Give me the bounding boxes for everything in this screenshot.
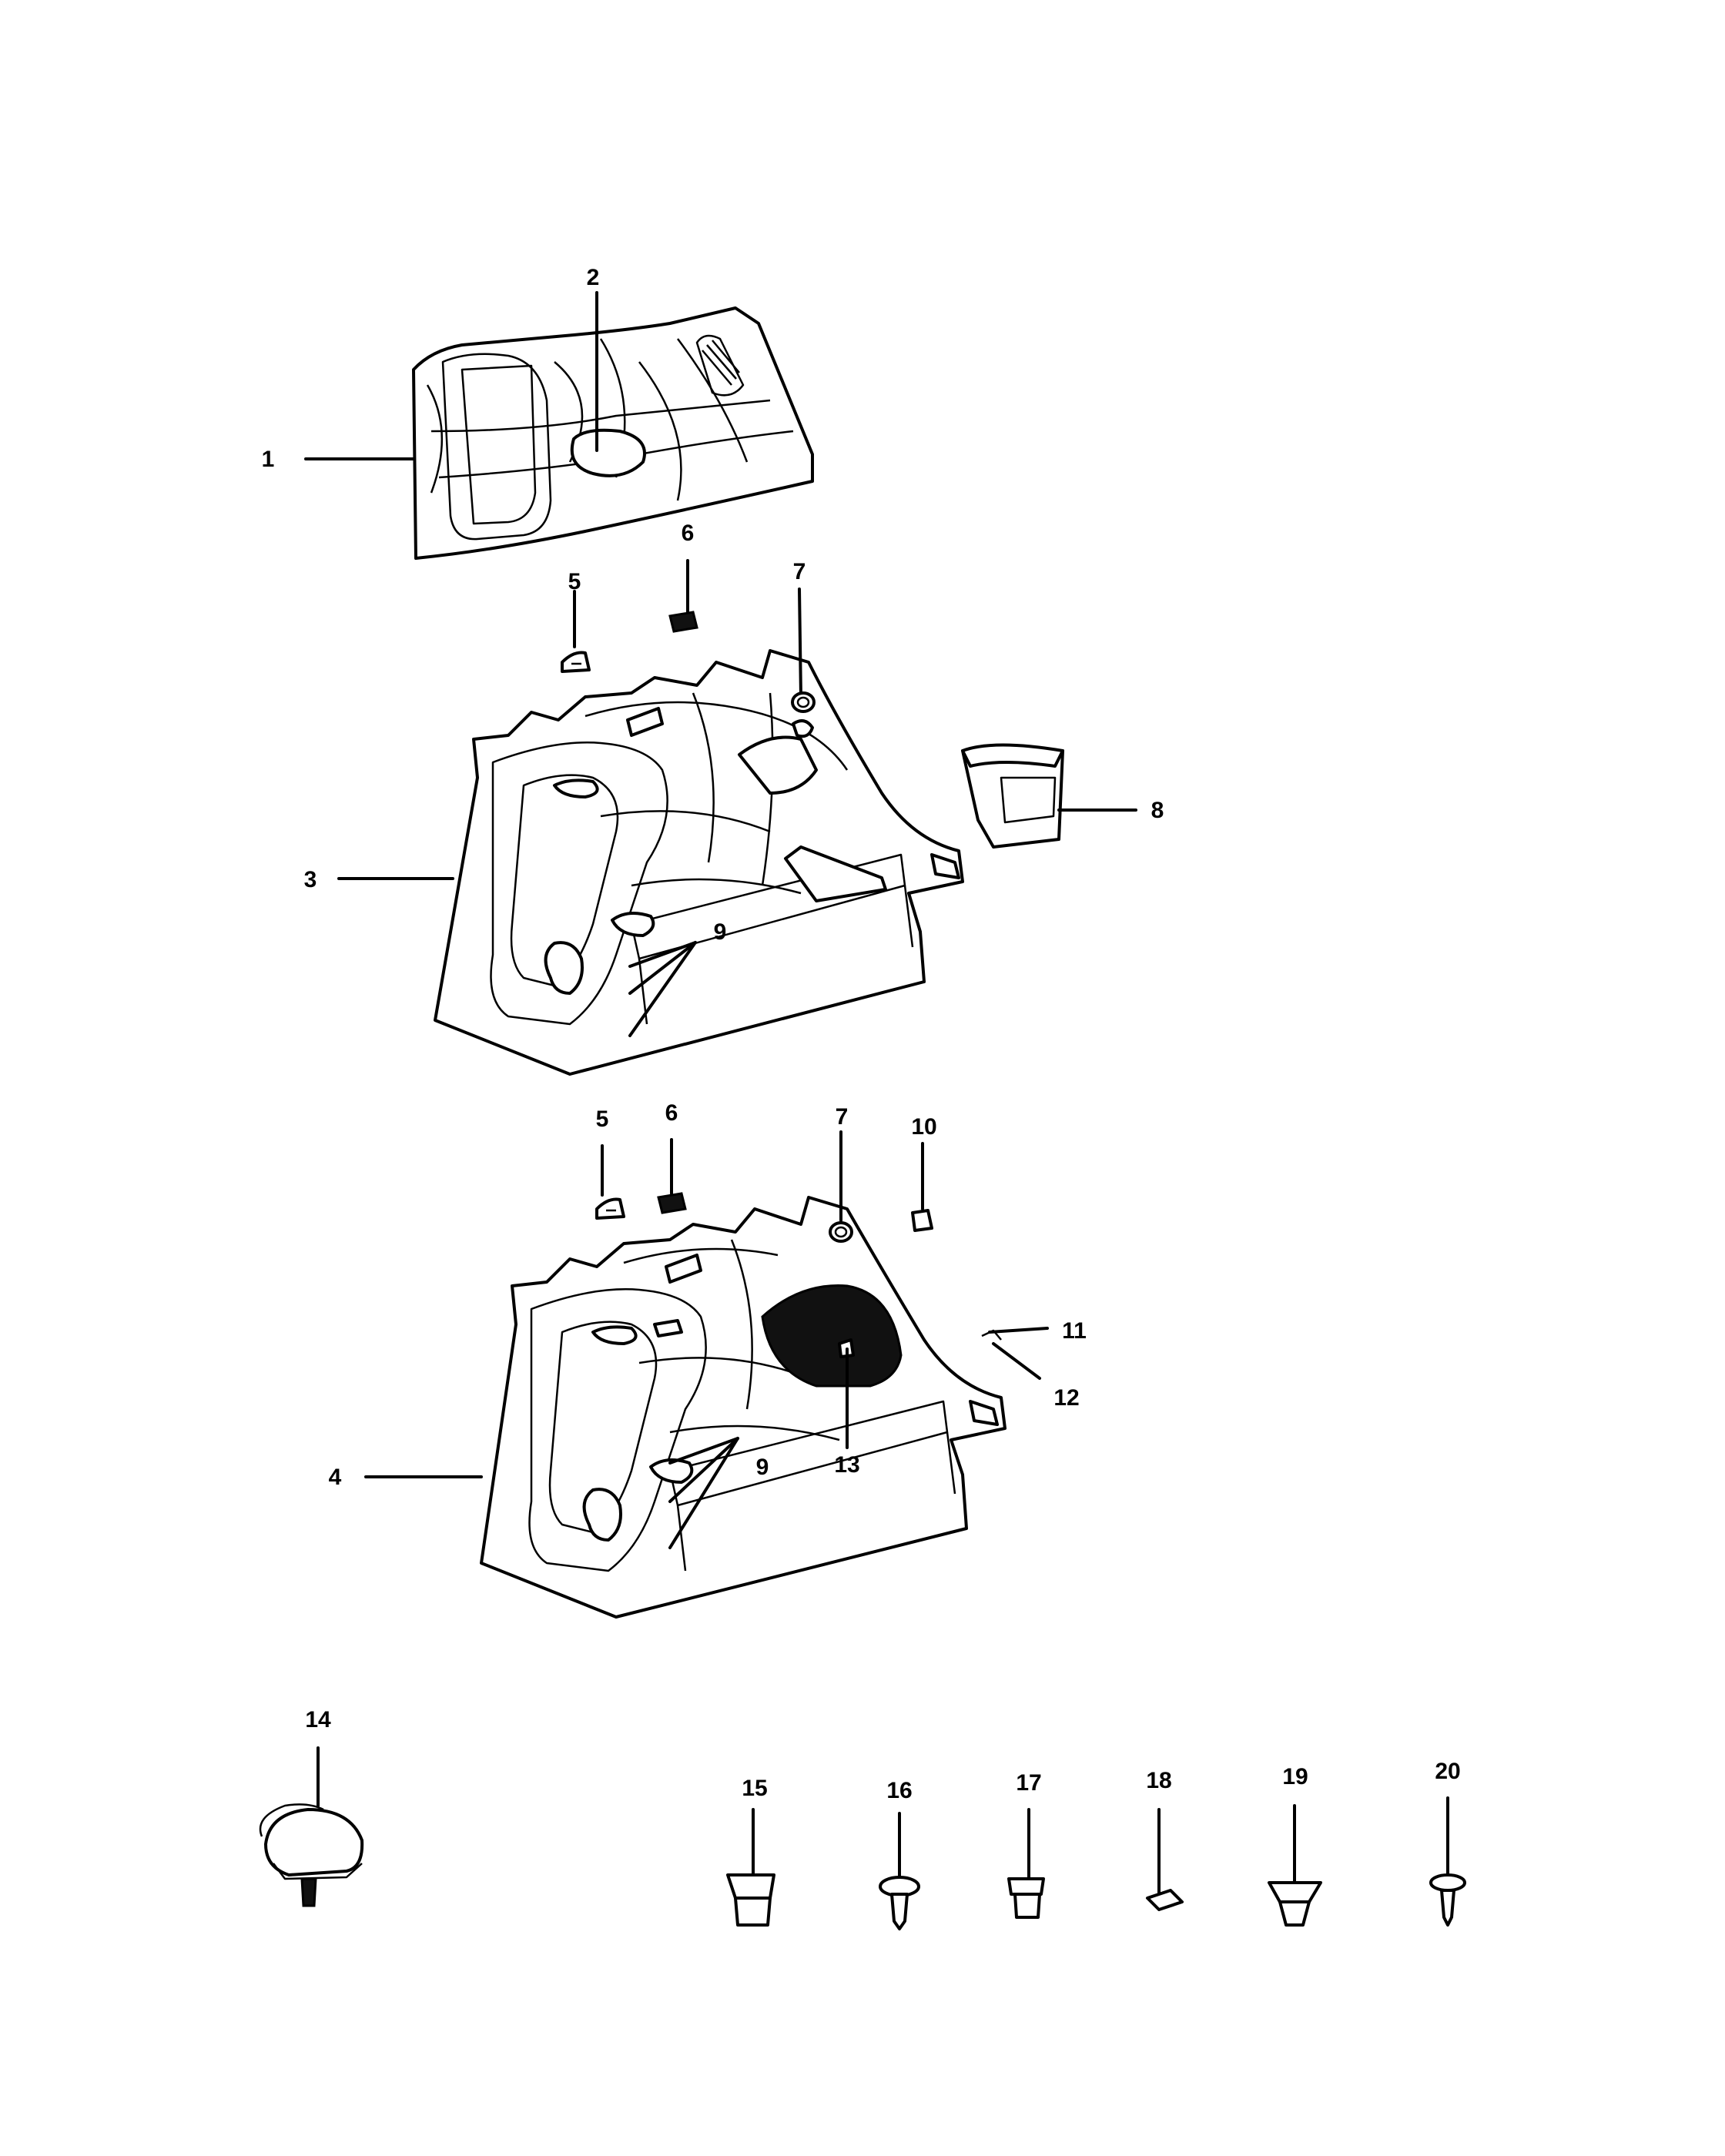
- callout-12: 12: [1053, 1385, 1079, 1411]
- fastener-16: [879, 1812, 920, 1930]
- quarter-trim-panel-upper: [337, 588, 964, 1076]
- clip-part-6-upper: [668, 559, 698, 633]
- callout-1: 1: [262, 447, 275, 472]
- fastener-18: [1146, 1808, 1184, 1911]
- callout-8: 8: [1151, 798, 1164, 823]
- callout-11: 11: [1062, 1318, 1087, 1344]
- quarter-trim-panel-lower: [364, 1196, 1007, 1619]
- clip-part-5-upper: [561, 590, 591, 673]
- callout-9-lower: 9: [756, 1455, 769, 1480]
- storage-bin: [961, 743, 1137, 849]
- callout-14: 14: [305, 1707, 331, 1732]
- fastener-17: [1007, 1808, 1045, 1919]
- upper-trim-panel: [304, 291, 814, 560]
- callout-13: 13: [834, 1452, 859, 1478]
- fastener-19: [1268, 1804, 1322, 1927]
- fastener-15: [726, 1808, 775, 1927]
- grommet-part-7-lower: [829, 1130, 853, 1243]
- callout-20: 20: [1435, 1759, 1460, 1784]
- callout-6-upper: 6: [682, 521, 695, 546]
- callout-19: 19: [1282, 1764, 1308, 1789]
- callout-16: 16: [886, 1778, 912, 1803]
- callout-5-upper: 5: [568, 569, 581, 594]
- tie-down-hook: [259, 1746, 364, 1907]
- callout-10: 10: [911, 1114, 936, 1140]
- callout-9-upper: 9: [714, 919, 727, 945]
- callout-15: 15: [742, 1776, 767, 1801]
- callout-4: 4: [329, 1465, 342, 1490]
- callout-2: 2: [587, 265, 600, 290]
- callout-17: 17: [1016, 1770, 1041, 1796]
- callout-6-lower: 6: [665, 1100, 678, 1126]
- callout-3: 3: [304, 867, 317, 892]
- callout-7-upper: 7: [793, 559, 806, 584]
- wire-clip-part-11-12: [981, 1327, 1049, 1380]
- clip-part-10: [911, 1142, 933, 1232]
- clip-part-6-lower: [657, 1138, 687, 1214]
- clip-part-5-lower: [595, 1144, 625, 1220]
- callout-5-lower: 5: [596, 1106, 609, 1132]
- callout-7-lower: 7: [836, 1104, 849, 1130]
- callout-18: 18: [1146, 1768, 1171, 1793]
- grommet-part-7-upper: [791, 691, 816, 713]
- fastener-20: [1429, 1796, 1466, 1927]
